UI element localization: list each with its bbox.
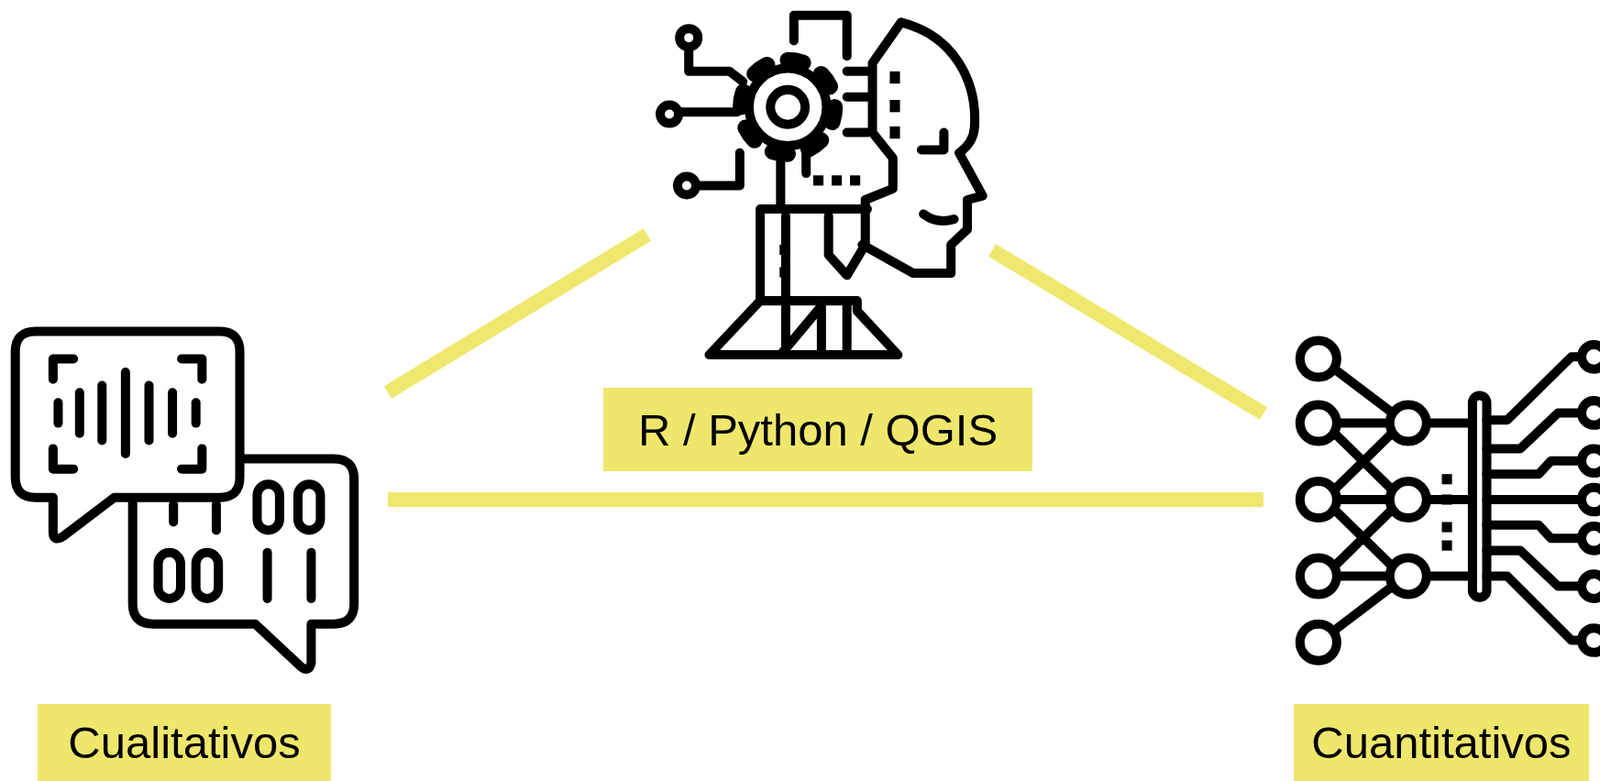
- label-text: Cuantitativos: [1311, 717, 1571, 769]
- network-chip-icon: [1300, 340, 1600, 661]
- label-text: R / Python / QGIS: [638, 404, 998, 456]
- connector-line: [992, 250, 1264, 414]
- label-box: Cuantitativos: [1293, 704, 1589, 781]
- label-box: R / Python / QGIS: [603, 387, 1033, 472]
- connector-line: [387, 492, 1264, 508]
- icon-node: Cuantitativos: [1291, 331, 1600, 781]
- icon-node: R / Python / QGIS: [652, 10, 985, 472]
- icon-node: Cualitativos: [10, 326, 359, 781]
- ai-head-icon: [660, 15, 983, 355]
- label-box: Cualitativos: [37, 704, 332, 781]
- speech-bubbles-icon: [15, 331, 354, 669]
- label-text: Cualitativos: [67, 717, 300, 769]
- connector-line: [387, 234, 648, 393]
